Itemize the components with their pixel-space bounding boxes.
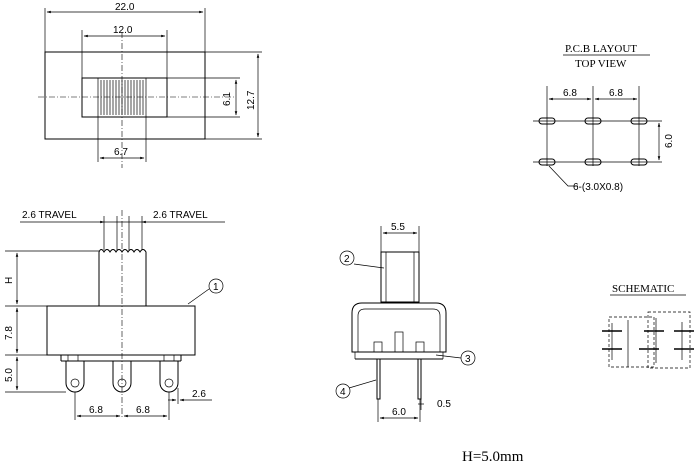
side-pin-offset-label: 2.6 (192, 389, 206, 400)
dim-22-label: 22.0 (115, 2, 135, 13)
pcb-hole (538, 158, 556, 166)
dim-12-7-label: 12.7 (246, 90, 257, 110)
side-pitch-right-label: 6.8 (136, 405, 150, 416)
end-view-pin-left (376, 358, 381, 400)
pcb-hole-note: 6-(3.0X0.8) (573, 182, 623, 193)
callout-1-circle (208, 278, 224, 294)
pcb-hole-leader (548, 165, 578, 187)
end-pin-thickness-label: 0.5 (437, 399, 451, 410)
callout-4-label: 4 (340, 387, 346, 398)
pcb-hole (630, 117, 648, 125)
end-view-housing (351, 302, 447, 353)
pcb-layout-subtitle: TOP VIEW (575, 58, 627, 70)
callout-3-label: 3 (465, 354, 471, 365)
pcb-row-spacing-label: 6.0 (664, 134, 675, 148)
end-knob-width-label: 5.5 (391, 222, 405, 233)
side-dim-h-label: H (4, 277, 15, 284)
end-view: 5.5 6.0 0.5 2 3 (335, 222, 476, 422)
end-pin-spacing-label: 6.0 (392, 407, 406, 418)
callout-2-circle (339, 250, 355, 266)
travel-left-label: 2.6 TRAVEL (22, 210, 77, 221)
side-dim-5-0-label: 5.0 (4, 368, 15, 382)
callout-2-label: 2 (344, 254, 350, 265)
side-view-body (46, 305, 196, 356)
end-view-contact (373, 341, 383, 353)
schematic-slider-box (608, 316, 655, 368)
pcb-hole (584, 117, 602, 125)
end-view-contact (415, 341, 425, 353)
top-view-body-outline (44, 51, 206, 140)
callout-3-circle (460, 350, 476, 366)
schematic-slider-box (647, 311, 691, 369)
callout-4-circle (335, 383, 351, 399)
dim-6-7-label: 6.7 (114, 147, 128, 158)
side-view-pin-right (159, 361, 179, 393)
dim-6-1-label: 6.1 (222, 92, 233, 106)
pcb-pitch-left-label: 6.8 (563, 88, 577, 99)
side-view-pin-center (112, 361, 132, 393)
side-pitch-left-label: 6.8 (89, 405, 103, 416)
schematic-title: SCHEMATIC (612, 283, 674, 295)
top-view-knob-ribs (100, 80, 144, 115)
footer-h-note: H=5.0mm (462, 449, 524, 465)
travel-right-label: 2.6 TRAVEL (153, 210, 208, 221)
top-view: 22.0 12.0 6.7 6.1 12.7 (38, 2, 262, 168)
pcb-layout-title: P.C.B LAYOUT (565, 43, 637, 55)
side-view-knob (98, 249, 147, 306)
pcb-hole (630, 158, 648, 166)
pcb-hole (584, 158, 602, 166)
pcb-hole (538, 117, 556, 125)
callout-1-label: 1 (213, 282, 219, 293)
top-view-slot (81, 77, 168, 118)
dim-12-label: 12.0 (113, 25, 133, 36)
pcb-layout: P.C.B LAYOUT TOP VIEW 6.8 6.8 6.0 6-(3.0… (533, 43, 675, 193)
schematic: SCHEMATIC (602, 283, 694, 369)
pcb-pitch-right-label: 6.8 (609, 88, 623, 99)
side-dim-7-8-label: 7.8 (4, 326, 15, 340)
side-view: 2.6 TRAVEL 2.6 TRAVEL H (4, 210, 225, 420)
end-view-pin-right (417, 358, 422, 400)
end-view-contact (394, 331, 404, 353)
end-view-knob (380, 251, 420, 303)
